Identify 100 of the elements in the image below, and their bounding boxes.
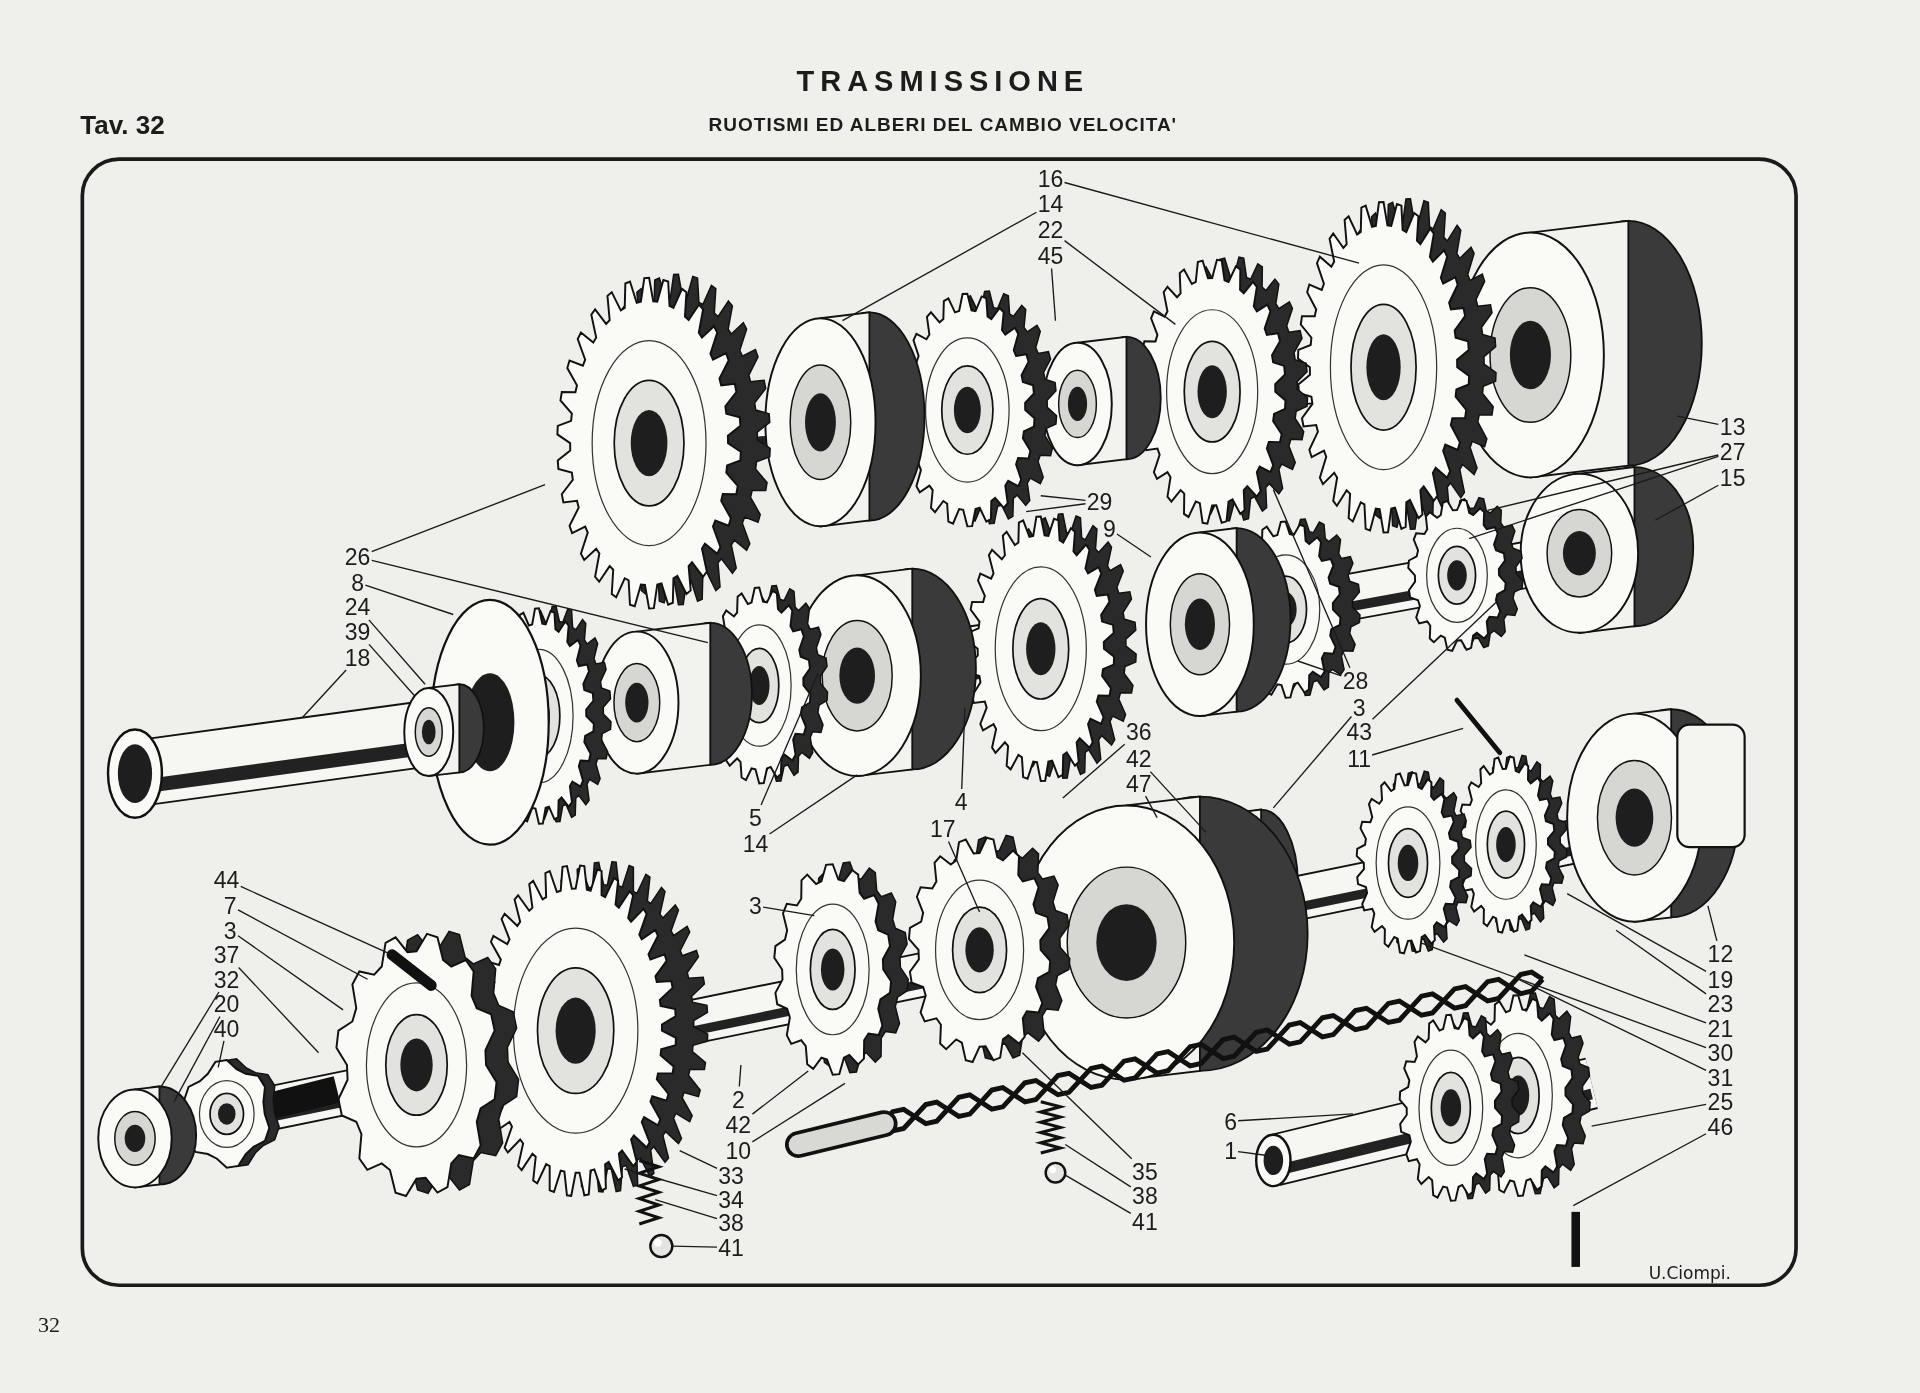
- leader-line: [364, 584, 454, 616]
- leader-line: [961, 706, 966, 790]
- callout-number: 37: [213, 943, 240, 967]
- leader-line: [1272, 715, 1353, 809]
- callout-number: 15: [1719, 466, 1746, 490]
- page-number: 32: [37, 1313, 60, 1336]
- callout-number: 22: [1037, 218, 1064, 242]
- callout-number: 29: [1086, 490, 1113, 514]
- callout-number: 27: [1719, 440, 1746, 464]
- callout-number: 32: [213, 968, 240, 992]
- callout-number: 46: [1707, 1115, 1734, 1138]
- callout-number: 43: [1346, 720, 1372, 744]
- leader-line: [1062, 743, 1126, 799]
- leader-line: [1272, 488, 1351, 669]
- leader-line: [1050, 267, 1057, 322]
- leader-line: [1371, 727, 1464, 756]
- leader-line: [237, 966, 320, 1054]
- leader-line: [371, 484, 546, 553]
- callout-number: 40: [213, 1017, 240, 1041]
- leader-line: [1676, 415, 1719, 426]
- leader-line: [1654, 484, 1719, 521]
- callout-number: 42: [725, 1113, 752, 1137]
- leader-line: [768, 774, 858, 835]
- callout-number: 38: [718, 1211, 744, 1235]
- leader-line: [173, 1015, 221, 1103]
- leader-line: [1468, 455, 1719, 540]
- leader-line: [1517, 978, 1707, 1071]
- callout-number: 7: [223, 894, 237, 918]
- leader-line: [670, 1245, 718, 1248]
- leader-line: [1063, 239, 1177, 326]
- leader-line: [240, 885, 393, 956]
- leader-line: [237, 909, 369, 980]
- callout-number: 25: [1707, 1090, 1734, 1114]
- callout-number: 4: [954, 790, 968, 814]
- callout-number: 23: [1707, 992, 1734, 1016]
- callout-number: 36: [1125, 720, 1152, 744]
- callout-number: 42: [1125, 747, 1152, 771]
- callout-number: 5: [749, 806, 762, 830]
- callout-number: 11: [1347, 747, 1372, 771]
- leader-line: [158, 991, 220, 1091]
- callout-number: 26: [344, 545, 371, 569]
- callout-number: 41: [1132, 1210, 1158, 1234]
- callout-number: 17: [930, 817, 956, 841]
- leader-line: [368, 643, 415, 696]
- callout-number: 14: [1037, 193, 1064, 216]
- leader-line: [1063, 181, 1360, 264]
- callout-number: 14: [742, 832, 769, 856]
- page-title: TRASMISSIONE: [796, 66, 1090, 96]
- callout-number: 47: [1125, 772, 1152, 796]
- callout-number: 31: [1707, 1066, 1734, 1090]
- leader-line: [751, 1070, 809, 1115]
- callout-number: 8: [351, 571, 364, 595]
- callout-number: 24: [344, 595, 371, 619]
- leader-line: [1371, 601, 1497, 720]
- callout-number: 3: [749, 894, 762, 918]
- leader-line: [1237, 1150, 1268, 1157]
- leader-line: [1419, 941, 1707, 1049]
- leader-line: [1064, 1143, 1132, 1188]
- callout-number: 19: [1707, 968, 1734, 992]
- artist-signature: U.Ciompi.: [1648, 1264, 1731, 1282]
- leader-line: [751, 1082, 846, 1143]
- callout-number: 3: [223, 919, 237, 943]
- leader-line: [1297, 660, 1342, 677]
- leader-line: [623, 1168, 718, 1197]
- leader-line: [1144, 795, 1158, 819]
- callout-number: 6: [1224, 1110, 1237, 1134]
- callout-number: 10: [725, 1139, 752, 1163]
- leader-line: [237, 935, 344, 1011]
- callout-number: 21: [1707, 1017, 1734, 1041]
- leader-line: [841, 211, 1038, 322]
- leader-line: [1149, 771, 1207, 834]
- leader-line: [371, 559, 709, 644]
- leader-line: [1572, 1133, 1707, 1207]
- plate-number: Tav. 32: [80, 111, 165, 138]
- leader-line: [1021, 1052, 1133, 1160]
- leader-line: [679, 1149, 718, 1170]
- callout-number: 33: [718, 1164, 744, 1187]
- callout-number: 16: [1037, 167, 1064, 191]
- callout-number: 45: [1037, 244, 1064, 268]
- callout-number: 41: [718, 1236, 744, 1260]
- callout-number: 18: [344, 646, 371, 670]
- leader-line: [1064, 1174, 1132, 1215]
- leader-line: [1615, 929, 1707, 995]
- leader-line: [1590, 1103, 1707, 1127]
- leader-line: [302, 669, 347, 718]
- leader-line: [1237, 1113, 1354, 1122]
- callout-number: 12: [1707, 942, 1734, 966]
- callout-number: 35: [1132, 1160, 1158, 1184]
- leader-line: [760, 672, 819, 806]
- leader-line: [1040, 495, 1087, 502]
- leader-line: [1566, 892, 1707, 973]
- callout-number: 20: [213, 992, 240, 1016]
- leader-line: [1116, 533, 1152, 558]
- callout-number: 39: [344, 620, 371, 644]
- leader-line: [738, 1064, 742, 1088]
- callout-number: 9: [1103, 517, 1116, 541]
- callout-number: 34: [718, 1188, 744, 1212]
- callout-number: 2: [731, 1088, 745, 1112]
- callout-number: 3: [1352, 696, 1366, 720]
- callout-number: 44: [213, 868, 240, 892]
